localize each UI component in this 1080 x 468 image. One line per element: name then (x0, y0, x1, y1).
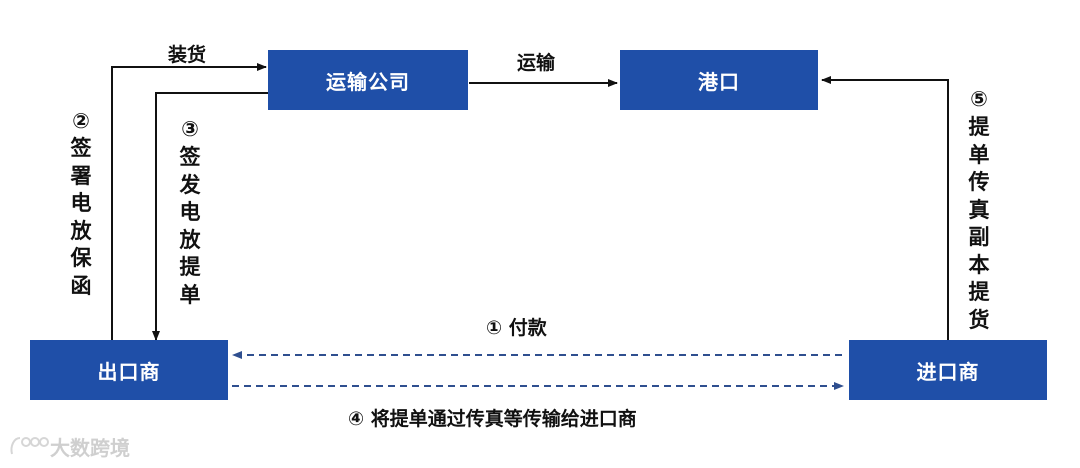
label-transport: 运输 (517, 52, 556, 74)
label-step1: ① 付款 (486, 317, 547, 339)
label-step2-text: 签署电放保函 (70, 136, 92, 298)
label-step4: ④ 将提单通过传真等传输给进口商 (348, 408, 637, 430)
label-step5-number: ⑤ (970, 87, 988, 111)
label-step3-number: ③ (181, 117, 199, 141)
label-step5-text: 提单传真副本提货 (968, 115, 990, 332)
watermark-logo-icon (10, 437, 49, 455)
node-importer: 进口商 (849, 340, 1047, 400)
node-exporter: 出口商 (30, 340, 228, 400)
arrow-loading (111, 63, 267, 342)
node-port: 港口 (620, 50, 818, 110)
watermark-text: 大数跨境 (50, 436, 130, 460)
arrow-issue-bill (152, 92, 268, 341)
arrow-pickup (821, 76, 949, 342)
label-loading: 装货 (168, 44, 207, 66)
label-step2-number: ② (72, 109, 90, 133)
node-shipping-company: 运输公司 (268, 50, 468, 110)
label-step3-text: 签发电放提单 (179, 145, 201, 307)
